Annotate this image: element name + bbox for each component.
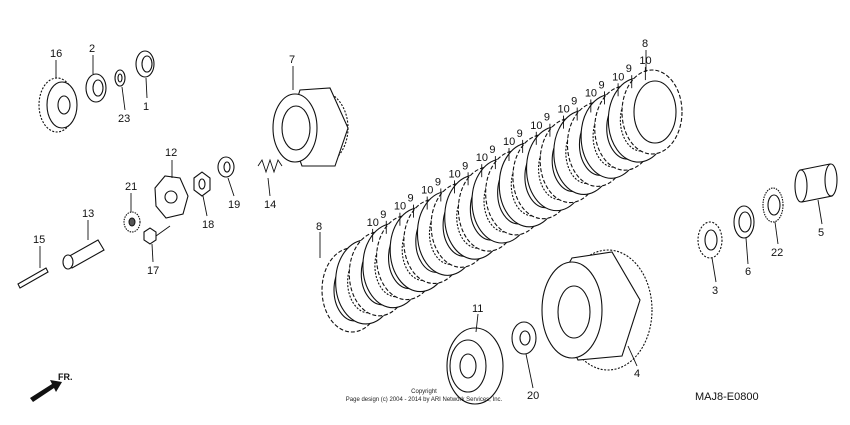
plate-callout: 9 [517, 128, 523, 140]
plate-callout: 9 [489, 144, 495, 156]
plate-callout: 10 [503, 136, 515, 148]
part-14-spring [257, 158, 283, 174]
plate-callout: 10 [448, 168, 460, 180]
part-20-washer [511, 321, 537, 355]
plate-callout: 9 [462, 160, 468, 172]
part-7-clutch-outer [272, 87, 349, 167]
part-18-nut [193, 171, 211, 197]
part-1-collar [135, 50, 155, 78]
plate-callout: 10 [421, 185, 433, 197]
callout-18: 18 [202, 219, 214, 231]
plate-callout: 9 [544, 112, 550, 124]
callout-16: 16 [50, 48, 62, 60]
plate-callout: 9 [380, 209, 386, 221]
callout-15: 15 [33, 234, 45, 246]
callout-14: 14 [264, 199, 276, 211]
plate-callout: 10 [639, 55, 651, 67]
plate-callout: 10 [612, 71, 624, 83]
copyright-title: Copyright [411, 389, 437, 395]
plate-callout: 10 [476, 152, 488, 164]
callout-1: 1 [143, 101, 149, 113]
callout-12: 12 [165, 147, 177, 159]
part-13-lifter-rod [62, 239, 105, 270]
plate-callout: 9 [626, 63, 632, 75]
part-19-washer [217, 156, 235, 178]
callout-22: 22 [771, 247, 783, 259]
part-15-pin [17, 267, 49, 289]
leader-lines [39, 50, 823, 389]
part-5-collar [794, 163, 838, 203]
part-3-judder-spring [697, 221, 723, 259]
part-23-washer [114, 69, 126, 87]
callout-3: 3 [712, 285, 718, 297]
plate-callout: 9 [408, 193, 414, 205]
callout-17: 17 [147, 265, 159, 277]
part-17-bolt [143, 225, 171, 245]
part-11-pressure-plate [446, 327, 504, 405]
callout-20: 20 [527, 390, 539, 402]
callout-8-left: 8 [316, 221, 322, 233]
plate-callout: 10 [558, 104, 570, 116]
copyright-notice: Page design (c) 2004 - 2014 by ARI Netwo… [346, 397, 503, 403]
plate-inner-edge [633, 80, 677, 144]
callout-2: 2 [89, 43, 95, 55]
callout-4: 4 [634, 368, 640, 380]
callout-7: 7 [289, 54, 295, 66]
part-22-washer [762, 187, 784, 223]
part-12-plate [154, 175, 189, 219]
part-21-bearing [123, 211, 141, 233]
part-6-seat [733, 205, 755, 239]
part-4-clutch-center [541, 249, 653, 371]
plate-callout: 10 [367, 217, 379, 229]
callout-13: 13 [82, 208, 94, 220]
diagram-code: MAJ8-E0800 [695, 391, 759, 403]
callout-19: 19 [228, 199, 240, 211]
plate-callout: 10 [585, 87, 597, 99]
plate-callout: 9 [571, 96, 577, 108]
callout-8-right: 8 [642, 38, 648, 50]
callout-21: 21 [125, 181, 137, 193]
plate-callout: 10 [530, 120, 542, 132]
plate-callout: 10 [394, 201, 406, 213]
callout-numbers: 16 2 1 23 7 12 21 18 19 14 13 17 15 8 8 … [33, 38, 824, 402]
part-2-bearing [85, 73, 107, 103]
callout-6: 6 [745, 266, 751, 278]
callout-11: 11 [472, 303, 483, 315]
fr-label: FR. [58, 372, 73, 382]
plate-callout: 9 [435, 176, 441, 188]
callout-23: 23 [118, 113, 130, 125]
plate-callout: 9 [598, 79, 604, 91]
part-16-gear [38, 77, 78, 133]
callout-5: 5 [818, 227, 824, 239]
fr-direction-arrow: FR. [30, 372, 73, 402]
